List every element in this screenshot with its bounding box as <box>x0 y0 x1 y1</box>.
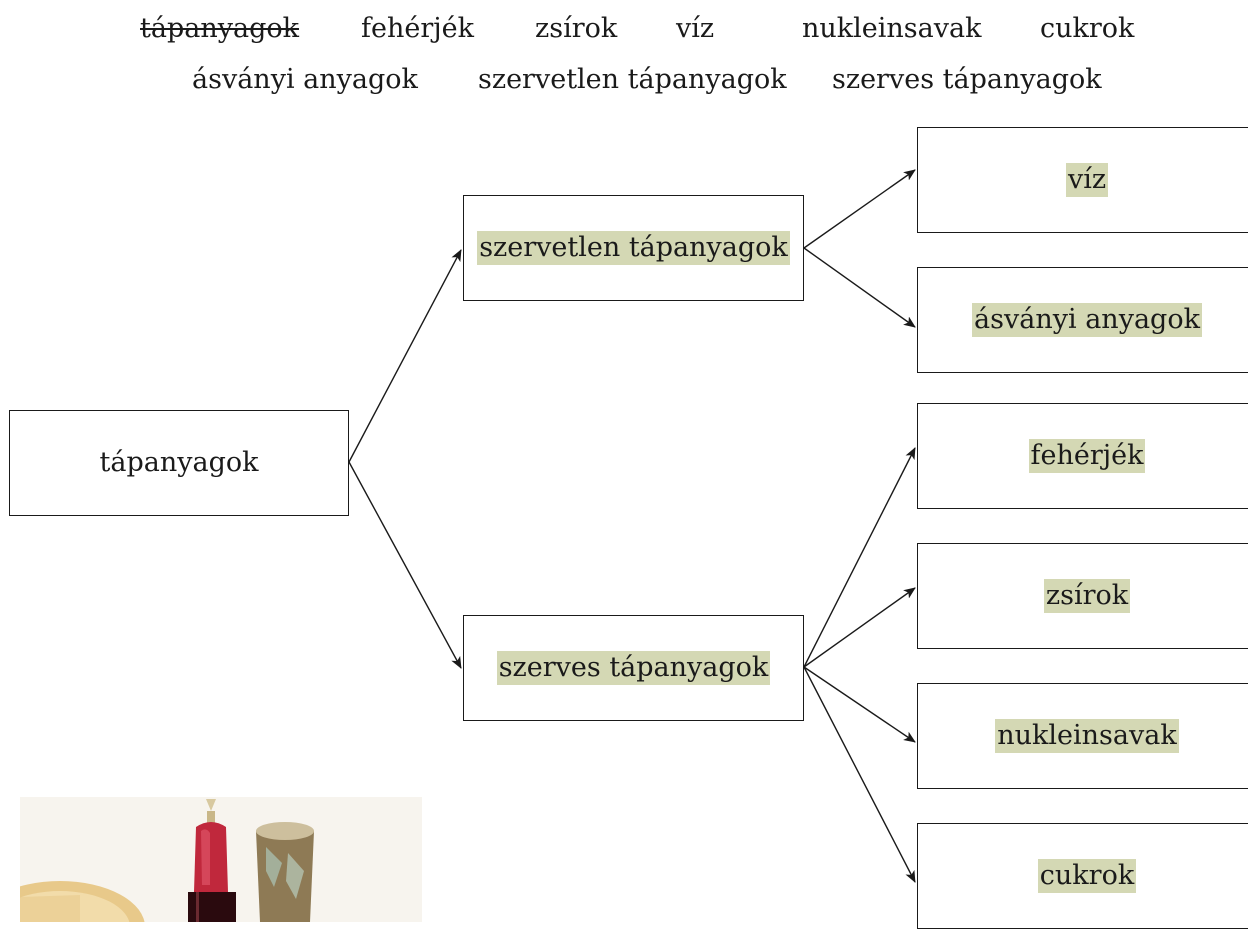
bank-word-cukrok: cukrok <box>1040 13 1135 44</box>
arrow-organic-to-cukrok <box>803 666 916 883</box>
root-label: tápanyagok <box>99 447 259 478</box>
organic-label: szerves tápanyagok <box>496 651 771 685</box>
leaf-box-zsirok: zsírok <box>917 543 1248 649</box>
leaf-box-asvanyi-anyagok: ásványi anyagok <box>917 267 1248 373</box>
bank-word-zsirok: zsírok <box>535 13 618 44</box>
leaf-box-feherjek: fehérjék <box>917 403 1248 509</box>
drinks-illustration <box>20 799 314 922</box>
arrow-organic-to-nukleinsavak <box>803 666 916 743</box>
leaf-label-zsirok: zsírok <box>1043 579 1131 613</box>
leaf-label-nukleinsavak: nukleinsavak <box>995 719 1179 753</box>
bank-word-viz: víz <box>676 13 715 44</box>
bank-word-asvanyi-anyagok: ásványi anyagok <box>192 64 418 95</box>
inorganic-label: szervetlen tápanyagok <box>477 231 790 265</box>
bank-word-nukleinsavak: nukleinsavak <box>802 13 982 44</box>
bank-word-szervetlen-tapanyagok: szervetlen tápanyagok <box>478 64 787 95</box>
inorganic-box: szervetlen tápanyagok <box>463 195 804 301</box>
bank-word-feherjek: fehérjék <box>361 13 474 44</box>
leaf-label-viz: víz <box>1065 163 1109 197</box>
leaf-label-asvanyi-anyagok: ásványi anyagok <box>972 303 1202 337</box>
leaf-box-cukrok: cukrok <box>917 823 1248 929</box>
arrow-inorganic-to-asvanyi <box>803 247 916 328</box>
arrow-root-to-inorganic <box>348 249 462 463</box>
arrow-organic-to-feherjek <box>803 447 916 668</box>
arrow-organic-to-zsirok <box>803 587 916 668</box>
word-bank-row-1: tápanyagok fehérjék zsírok víz nukleinsa… <box>0 9 1248 49</box>
organic-box: szerves tápanyagok <box>463 615 804 721</box>
arrow-root-to-organic <box>348 461 462 669</box>
bank-word-tapanyagok: tápanyagok <box>140 13 299 44</box>
leaf-label-feherjek: fehérjék <box>1028 439 1146 473</box>
word-bank-row-2: ásványi anyagok szervetlen tápanyagok sz… <box>0 60 1248 100</box>
leaf-label-cukrok: cukrok <box>1037 859 1137 893</box>
leaf-box-viz: víz <box>917 127 1248 233</box>
leaf-box-nukleinsavak: nukleinsavak <box>917 683 1248 789</box>
drinks-bottle-glass-picture <box>20 797 422 922</box>
arrow-inorganic-to-viz <box>803 169 916 249</box>
root-box: tápanyagok <box>9 410 349 516</box>
bank-word-szerves-tapanyagok: szerves tápanyagok <box>832 64 1102 95</box>
